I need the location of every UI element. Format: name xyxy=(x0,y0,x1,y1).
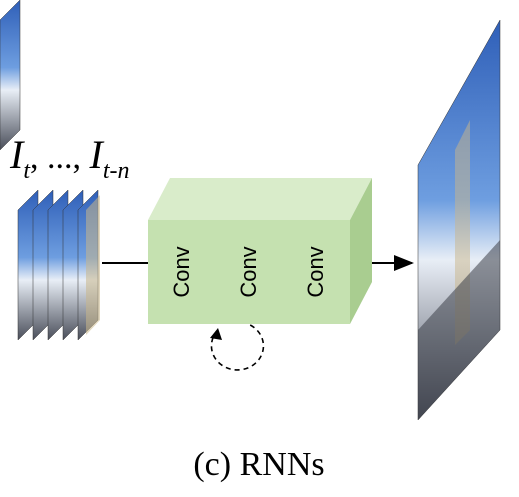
input-label: It, ..., It-n xyxy=(9,132,130,184)
loop-arrow-icon xyxy=(210,323,265,371)
conv-block-3-label: Conv xyxy=(303,246,328,297)
input-label-base-2: I xyxy=(89,132,105,177)
input-label-sub-1: t xyxy=(23,158,31,184)
input-label-separator: , ..., xyxy=(30,139,90,176)
conv-block-2-label: Conv xyxy=(236,246,261,297)
input-label-base-1: I xyxy=(9,132,25,177)
input-label-sub-2: t-n xyxy=(103,158,130,184)
image-frame-icon xyxy=(417,19,501,421)
image-stack-icon xyxy=(0,0,100,341)
conv-block-1-label: Conv xyxy=(169,246,194,297)
caption: (c) RNNs xyxy=(193,446,324,483)
conv-block-3: Conv xyxy=(282,178,372,324)
